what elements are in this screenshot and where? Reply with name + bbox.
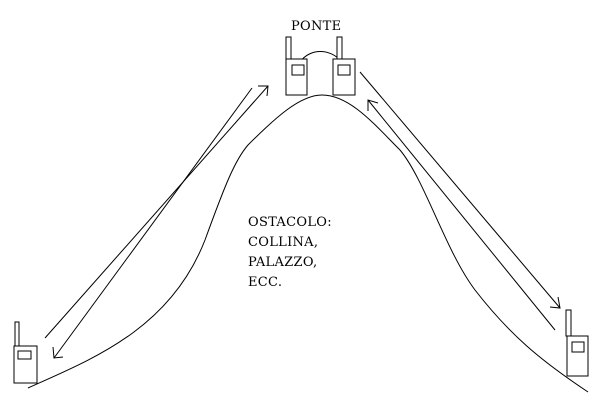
arrow-up-left-link	[44, 85, 269, 339]
hill-outline	[27, 94, 589, 393]
obstacle-label-line-3: PALAZZO,	[248, 255, 317, 270]
bridge-label: PONTE	[291, 19, 341, 34]
arrow-icon	[549, 296, 561, 309]
walkie-talkie-icon	[332, 36, 356, 96]
walkie-talkie-icon	[565, 309, 589, 377]
obstacle-label-line-4: ECC.	[248, 275, 282, 290]
arrow-up-right-link	[367, 99, 556, 331]
arrow-icon	[52, 346, 64, 359]
obstacle-label-line-2: COLLINA,	[248, 235, 318, 250]
arrow-down-right-link	[359, 71, 561, 309]
left-arrows	[44, 85, 269, 359]
walkie-talkie-icon	[13, 321, 38, 384]
arrow-icon	[367, 99, 379, 111]
obstacle-label-line-1: OSTACOLO:	[248, 215, 332, 230]
arrow-down-left-link	[53, 87, 253, 359]
arrow-icon	[258, 85, 269, 97]
walkie-talkie-icon	[285, 36, 308, 96]
right-arrows	[359, 71, 561, 331]
